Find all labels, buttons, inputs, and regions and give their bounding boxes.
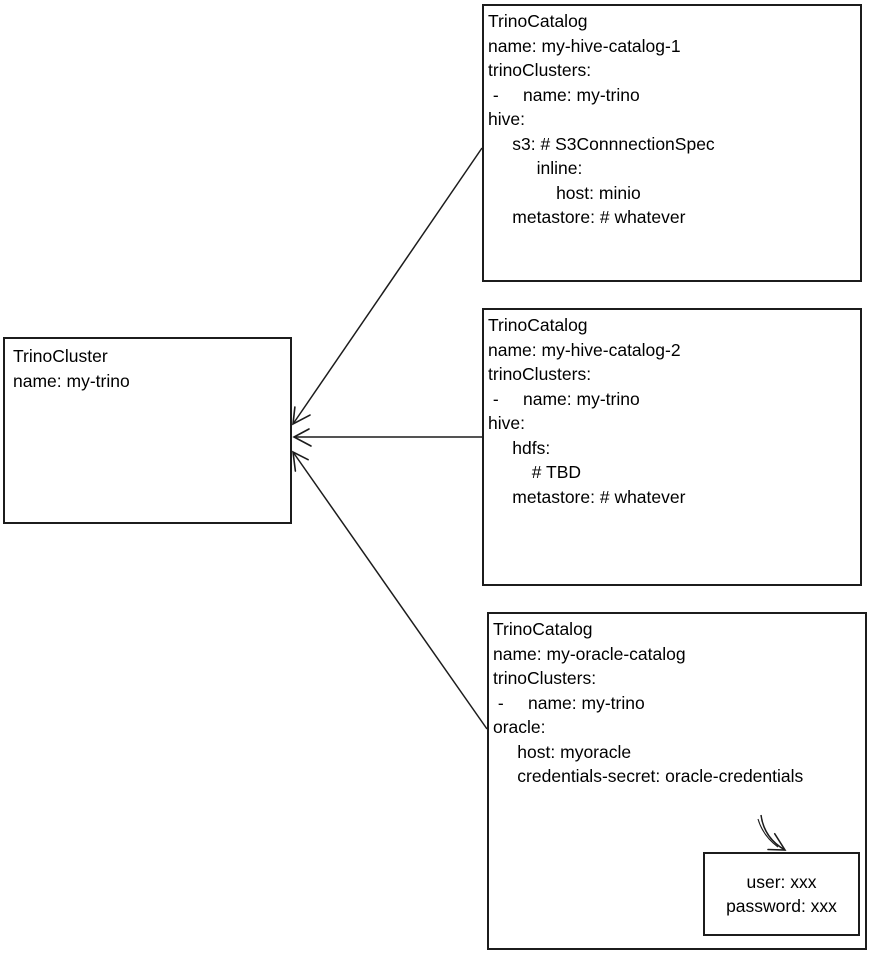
text-line: inline: bbox=[488, 158, 583, 178]
text-line: trinoClusters: bbox=[488, 60, 592, 80]
connector-catalog3-to-cluster bbox=[292, 450, 488, 730]
text-line: - name: my-trino bbox=[488, 84, 640, 105]
text-line: TrinoCatalog bbox=[488, 11, 588, 31]
text-line: host: myoracle bbox=[493, 741, 632, 762]
text-line: trinoClusters: bbox=[488, 364, 592, 384]
text-line: name: my-oracle-catalog bbox=[493, 643, 686, 664]
text-line: hdfs: bbox=[488, 437, 551, 458]
text-line: metastore: # whatever bbox=[488, 207, 686, 227]
text-line: credentials-secret: oracle-credentials bbox=[493, 766, 804, 786]
trino-catalog-box-hive-1: TrinoCatalog name: my-hive-catalog-1 trino… bbox=[482, 4, 862, 282]
text-line: - name: my-trino bbox=[488, 388, 640, 409]
text-line: s3: # S3ConnnectionSpec bbox=[488, 133, 715, 154]
credentials-secret-box: user: xxx password: xxx bbox=[703, 852, 860, 936]
text-line: - name: my-trino bbox=[493, 692, 645, 713]
text-line: name: my-trino bbox=[13, 370, 130, 391]
text-line: TrinoCatalog bbox=[488, 315, 588, 335]
text-line: metastore: # whatever bbox=[488, 486, 686, 507]
trino-catalog-box-hive-2: TrinoCatalog name: my-hive-catalog-2 trino… bbox=[482, 308, 862, 586]
text-line: TrinoCluster bbox=[13, 346, 108, 366]
text-line: oracle: bbox=[493, 717, 546, 737]
text-line: # TBD bbox=[488, 462, 582, 482]
text-line: host: minio bbox=[488, 182, 641, 203]
text-line: password: xxx bbox=[726, 896, 837, 916]
text-line: hive: bbox=[488, 109, 525, 129]
text-line: hive: bbox=[488, 413, 525, 433]
trino-catalog-box-oracle: TrinoCatalog name: my-oracle-catalog trino… bbox=[487, 612, 867, 950]
trino-cluster-box: TrinoCluster name: my-trino bbox=[3, 337, 292, 524]
connector-catalog1-to-cluster bbox=[292, 147, 483, 426]
text-line: name: my-hive-catalog-2 bbox=[488, 339, 681, 360]
text-line: TrinoCatalog bbox=[493, 619, 593, 639]
text-line: trinoClusters: bbox=[493, 668, 597, 688]
text-line: user: xxx bbox=[746, 871, 817, 892]
text-line: name: my-hive-catalog-1 bbox=[488, 35, 681, 56]
